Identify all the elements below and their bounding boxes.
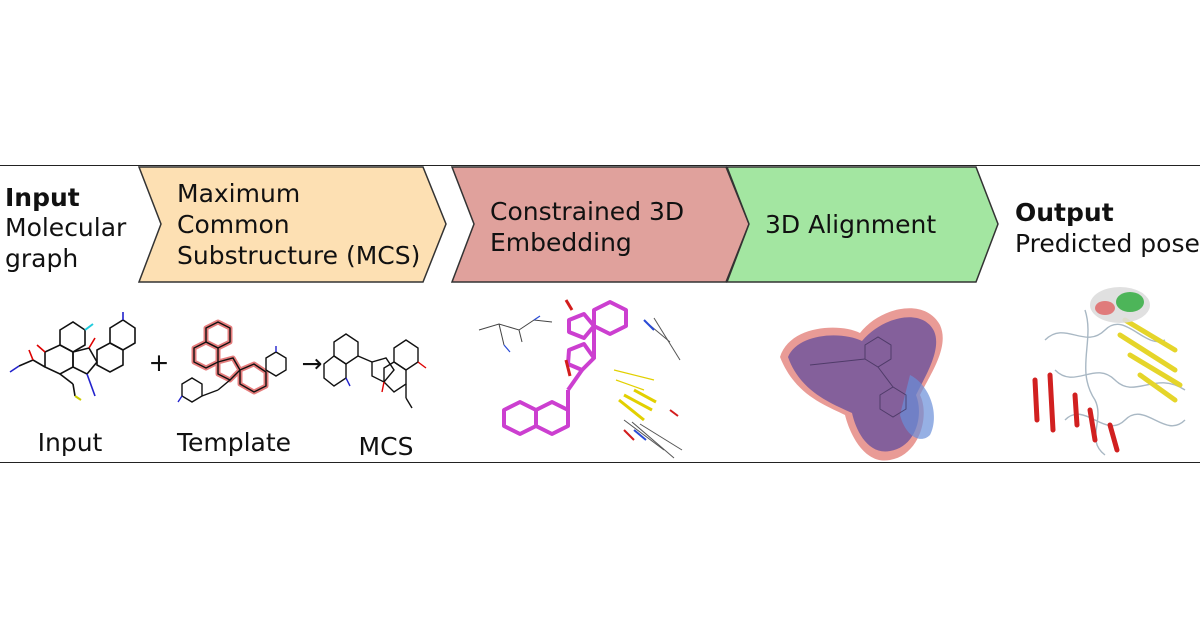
- input-description: Molecular graph: [5, 213, 127, 273]
- output-pose-image: [1032, 287, 1186, 456]
- plus-sign: +: [148, 348, 170, 377]
- embedding-step-chevron: [451, 166, 750, 283]
- alignment-surface-image: [780, 308, 943, 461]
- mcs-step-label: Maximum Common Substructure (MCS): [177, 179, 421, 270]
- input-caption: Input: [37, 428, 103, 457]
- mcs-molecule-image: [323, 333, 427, 409]
- bottom-rule: [0, 462, 1200, 463]
- template-caption: Template: [176, 428, 292, 457]
- reaction-arrow: →: [301, 349, 323, 378]
- output-description: Predicted pose: [1015, 229, 1200, 258]
- embedding-3d-image: [478, 299, 683, 459]
- input-title: Input: [5, 183, 80, 212]
- top-rule: [0, 165, 1200, 166]
- input-molecule-image: [9, 312, 136, 401]
- alignment-step-label: 3D Alignment: [765, 210, 937, 239]
- mcs-step-chevron: [138, 166, 447, 283]
- mcs-caption: MCS: [358, 432, 414, 461]
- output-title: Output: [1015, 198, 1114, 227]
- embedding-step-label: Constrained 3D Embedding: [490, 197, 685, 257]
- alignment-step-chevron: [726, 166, 999, 283]
- template-molecule-image: [177, 319, 287, 403]
